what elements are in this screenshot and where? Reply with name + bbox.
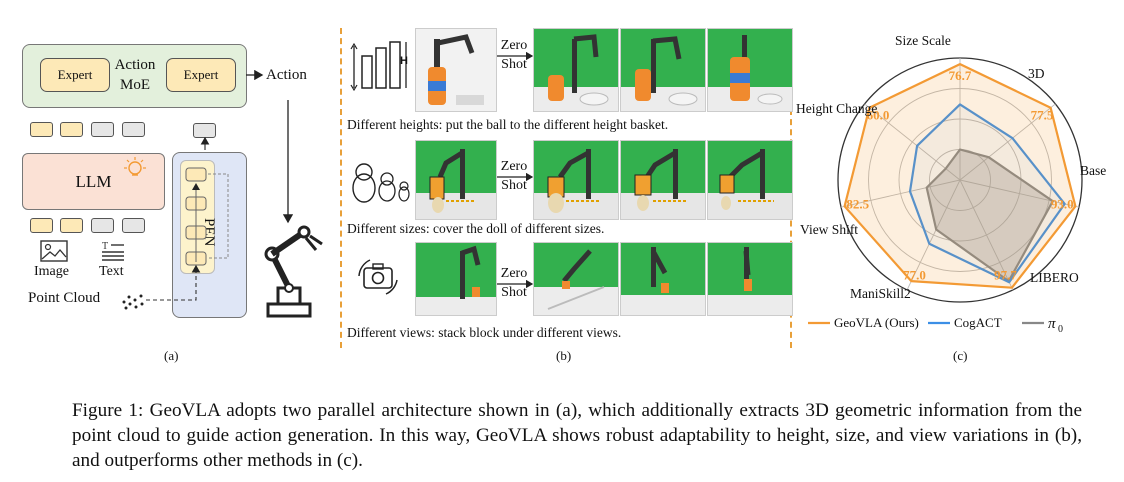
text-label: Text: [99, 264, 124, 279]
zero-shot-row1: Zero Shot: [496, 36, 532, 74]
text-icon: T: [102, 241, 124, 261]
shot-label: Shot: [501, 285, 527, 300]
photo-row2-a: [533, 140, 619, 220]
legend-pi0: π: [1048, 316, 1056, 332]
axis-label-view-shift: View Shift: [800, 222, 859, 237]
photo-row3-b: [620, 242, 706, 316]
row1-description: Different heights: put the ball to the d…: [347, 117, 669, 132]
lightbulb-icon: [124, 157, 146, 176]
expert-left: Expert: [40, 58, 110, 92]
point-cloud-icon: [122, 294, 144, 310]
panel-c-label: (c): [953, 348, 968, 363]
photo-row2-c: [707, 140, 793, 220]
moe-label-line1: Action: [114, 57, 156, 73]
radar-series-cogact: [908, 103, 1066, 284]
row3-description: Different views: stack block under diffe…: [347, 325, 622, 340]
zero-shot-row3: Zero Shot: [496, 264, 532, 302]
radar-series--0: [925, 148, 1054, 283]
token: [122, 122, 145, 137]
radar-chart: 76.7 77.5 93.0 97.7 77.0 82.5 60.0: [837, 57, 1083, 303]
axis-label-libero: LIBERO: [1030, 270, 1079, 285]
height-h-mark: H: [400, 55, 408, 67]
legend: GeoVLA (Ours) CogACT π 0: [808, 315, 1063, 335]
photo-row1-a: [533, 28, 619, 112]
photo-row1-b: [620, 28, 706, 112]
radar-value-label: 97.7: [994, 268, 1017, 283]
figure-caption: Figure 1: GeoVLA adopts two parallel arc…: [72, 400, 1082, 471]
token: [30, 122, 53, 137]
radar-value-label: 60.0: [867, 108, 890, 123]
shot-label: Shot: [501, 178, 527, 193]
photo-row1-source: [415, 28, 497, 112]
token: [60, 218, 83, 233]
moe-label: Action MoE: [110, 55, 160, 95]
zero-label: Zero: [500, 38, 528, 53]
image-icon: [40, 240, 68, 262]
expert-right: Expert: [166, 58, 236, 92]
photo-row3-c: [707, 242, 793, 316]
moe-label-line2: MoE: [120, 77, 150, 93]
radar-series-geovla-ours: [843, 62, 1077, 289]
panel-b-label: (b): [556, 348, 572, 363]
zero-shot-row2: Zero Shot: [496, 157, 532, 195]
token: [91, 122, 114, 137]
doll-icon: [352, 163, 410, 203]
token: [60, 122, 83, 137]
image-label: Image: [34, 264, 69, 279]
radar-spoke: [959, 103, 1056, 181]
radar-value-label: 76.7: [949, 68, 972, 83]
axis-label-size-scale: Size Scale: [895, 33, 951, 48]
llm-box: LLM: [22, 153, 165, 210]
axis-label-maniskill2: ManiSkill2: [850, 286, 911, 301]
token: [122, 218, 145, 233]
axis-label-3d: 3D: [1028, 66, 1045, 81]
token: [91, 218, 114, 233]
zero-label: Zero: [500, 266, 528, 281]
row2-description: Different sizes: cover the doll of diffe…: [347, 221, 605, 236]
panel-a-label: (a): [164, 348, 179, 363]
legend-geovla: GeoVLA (Ours): [834, 315, 919, 330]
radar-spoke: [959, 179, 1080, 208]
radar-spoke: [840, 179, 961, 208]
robot-arm-icon: [264, 225, 323, 318]
height-icon: [350, 41, 407, 92]
radar-spoke: [959, 179, 1014, 291]
point-cloud-label: Point Cloud: [28, 290, 101, 306]
photo-row3-a: [533, 242, 619, 316]
action-label: Action: [266, 67, 307, 83]
camera-rotate-icon: [358, 259, 398, 295]
panel-a-connectors: [146, 69, 294, 301]
radar-value-label: 82.5: [846, 196, 869, 211]
radar-value-label: 77.0: [903, 268, 926, 283]
photo-row2-source: [415, 140, 497, 220]
token: [30, 218, 53, 233]
divider-left: [340, 28, 342, 348]
photo-row3-source: [415, 242, 497, 316]
zero-label: Zero: [500, 159, 528, 174]
legend-pi0-sub: 0: [1058, 324, 1063, 335]
legend-cogact: CogACT: [954, 315, 1002, 330]
radar-spoke: [864, 103, 961, 181]
axis-label-base: Base: [1080, 163, 1107, 178]
axis-label-height-change: Height Change: [796, 101, 878, 116]
zero-shot-arrows: [496, 51, 534, 289]
photo-row2-b: [620, 140, 706, 220]
photo-row1-c: [707, 28, 793, 112]
radar-spoke: [906, 179, 961, 291]
svg-text:T: T: [102, 241, 108, 252]
shot-label: Shot: [501, 57, 527, 72]
radar-value-label: 93.0: [1051, 196, 1074, 211]
radar-value-label: 77.5: [1031, 108, 1054, 123]
